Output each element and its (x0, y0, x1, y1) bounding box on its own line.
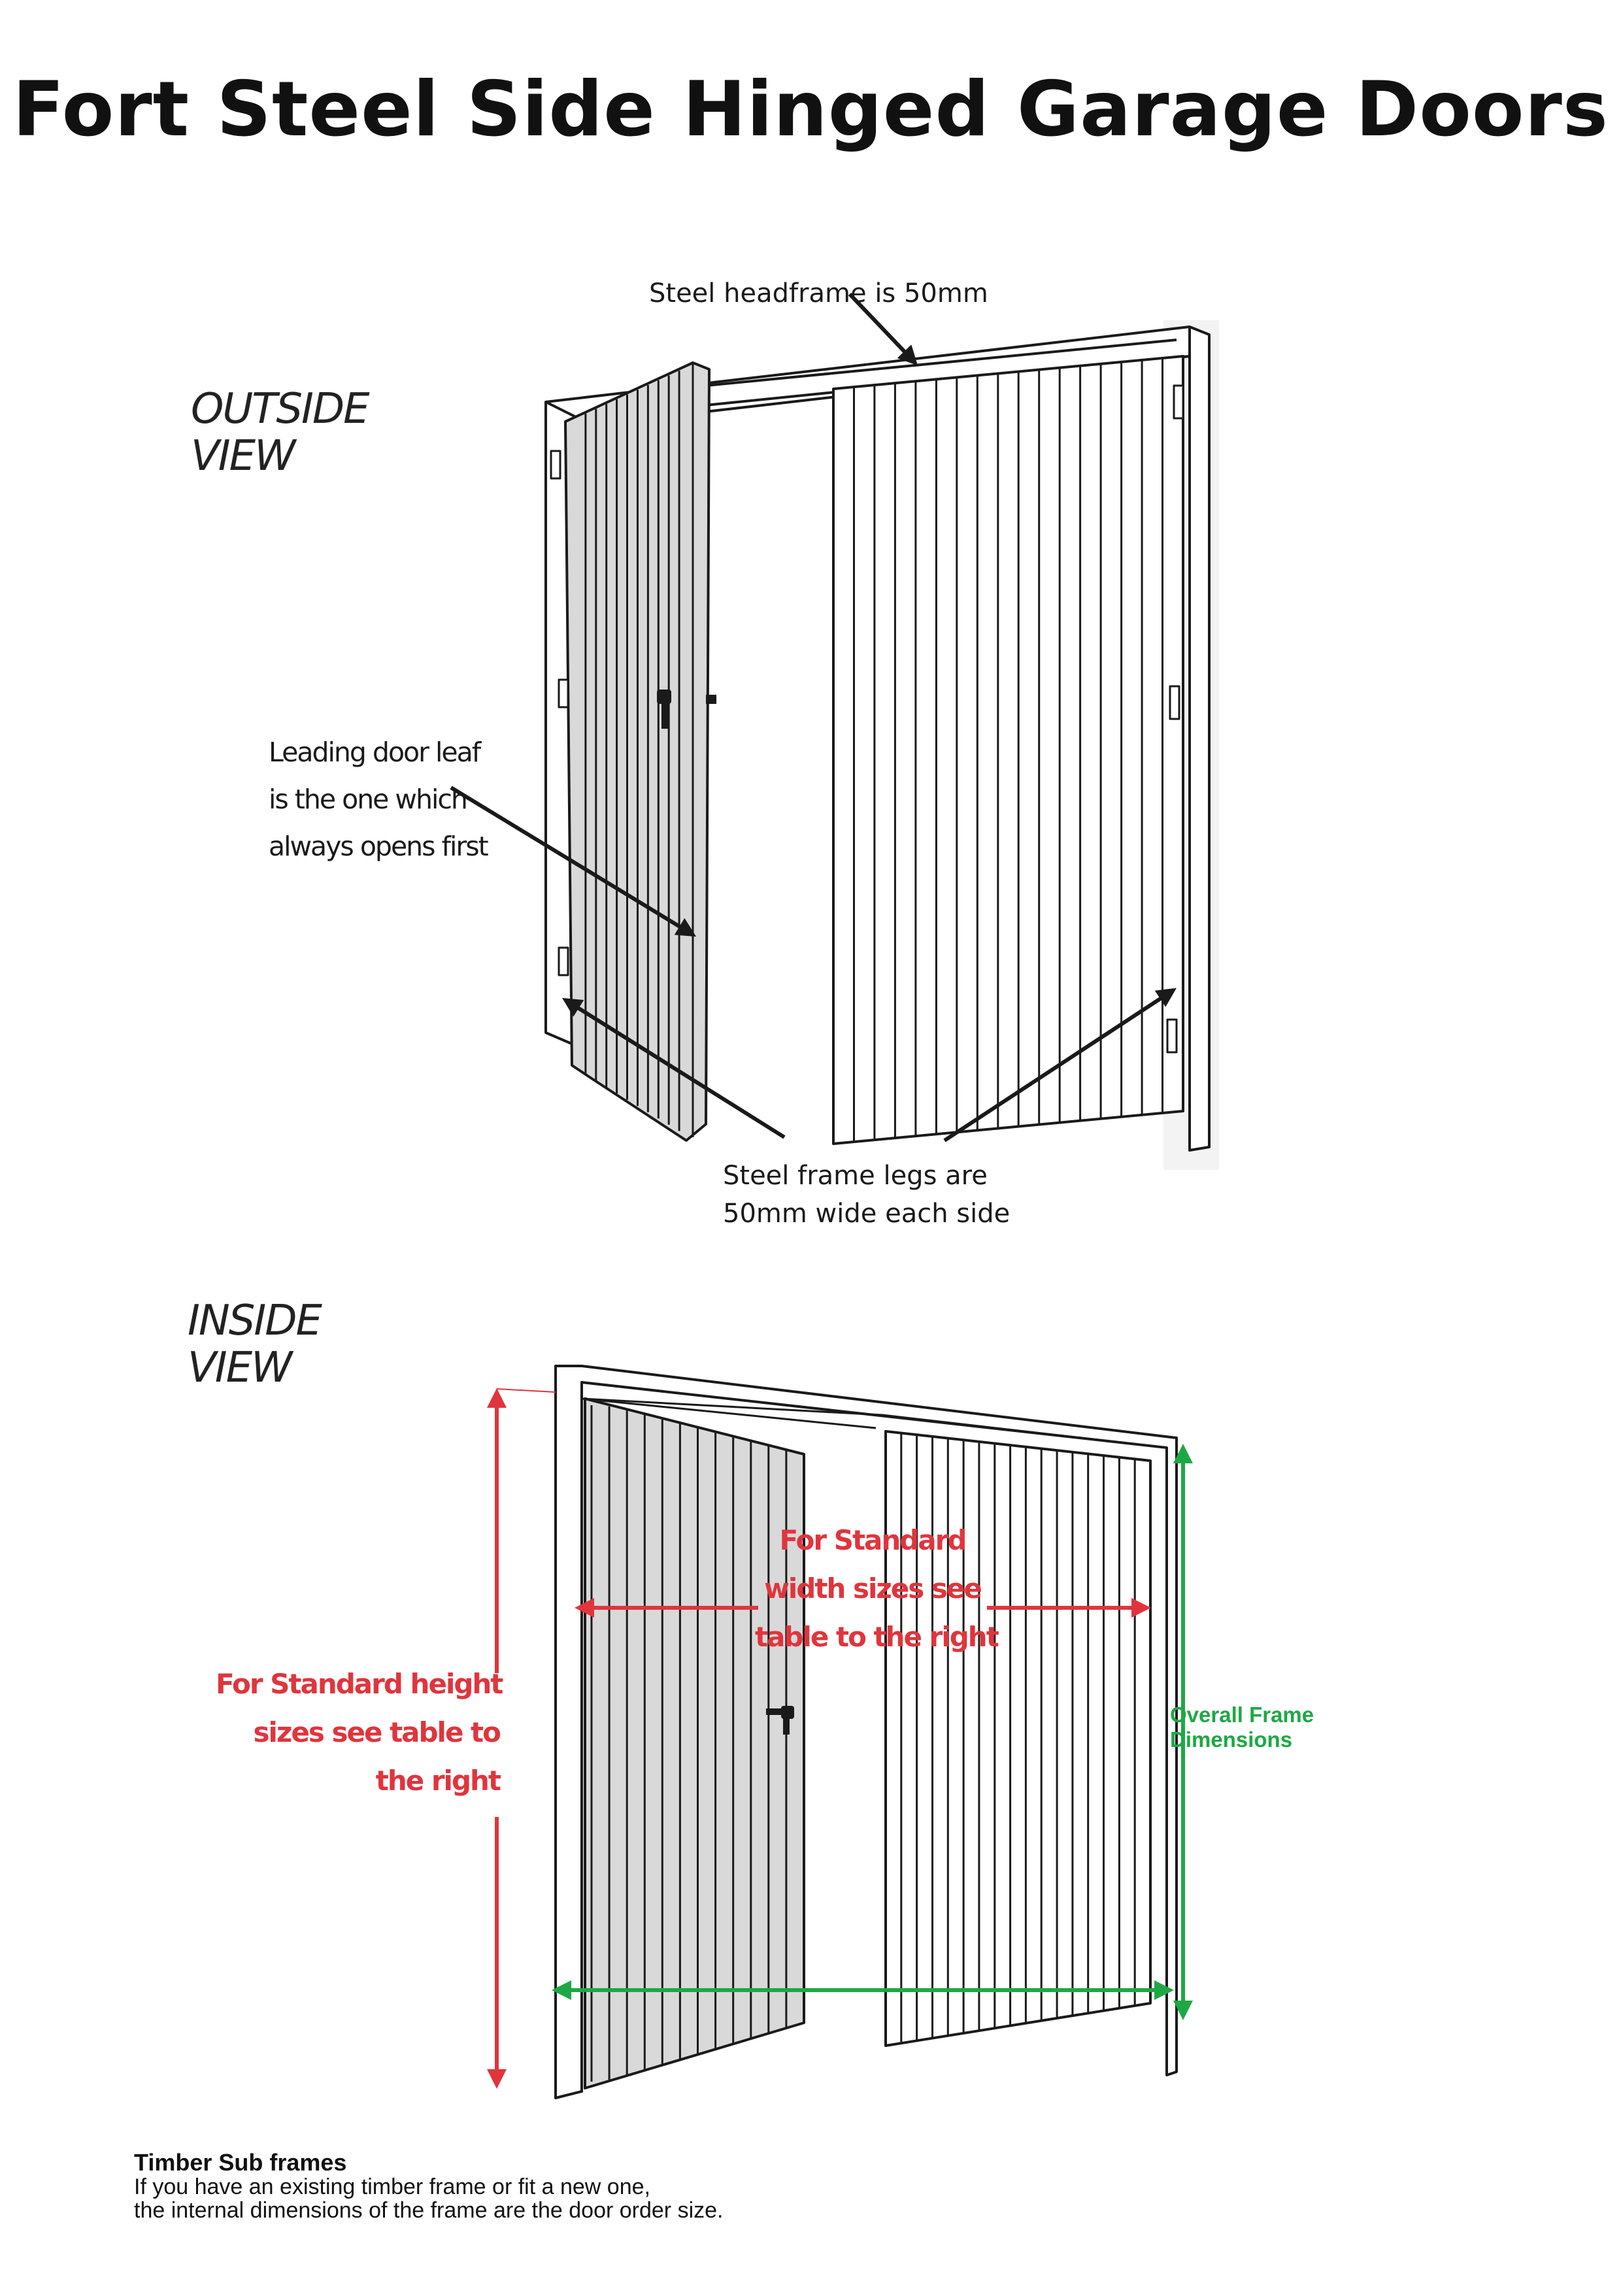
page-title: Fort Steel Side Hinged Garage Doors (12, 65, 1609, 154)
frame-height-guide (496, 1388, 556, 1393)
outside-door-handle (657, 690, 716, 729)
leading-leaf-callout-line: Leading door leaf (269, 737, 481, 768)
inside-leading-leaf (584, 1397, 805, 2089)
leading-leaf-arrow (450, 786, 697, 937)
inside-view-label-line: VIEW (188, 1344, 292, 1392)
frame-legs-callout-line: Steel frame legs are (723, 1161, 988, 1191)
outside-hinges (550, 384, 1184, 1054)
overall-frame-note-line: Overall Frame (1170, 1703, 1314, 1727)
outside-callout-arrows (450, 292, 1177, 1142)
outside-view-label-line: OUTSIDE (191, 385, 370, 433)
standard-height-note: For Standard height sizes see table to t… (216, 1660, 503, 1805)
inside-view-label: INSIDE VIEW (188, 1297, 322, 1392)
inside-door-drawing (554, 1365, 1178, 2099)
standard-width-note-line: table to the right (755, 1621, 999, 1653)
timber-subframes-heading: Timber Sub frames (134, 2149, 347, 2176)
outside-view-label: OUTSIDE VIEW (191, 385, 370, 480)
outside-fixed-leaf (832, 355, 1184, 1145)
right-leg-arrow (943, 988, 1177, 1142)
inside-door-handle (766, 1706, 794, 1735)
standard-width-note: For Standard width sizes see table to th… (755, 1516, 999, 1661)
leading-leaf-callout: Leading door leaf is the one which alway… (269, 729, 489, 870)
timber-subframes-line: the internal dimensions of the frame are… (134, 2198, 724, 2223)
standard-height-note-line: For Standard height (216, 1668, 503, 1700)
inside-fixed-leaf (884, 1430, 1152, 2047)
outside-door-drawing (544, 320, 1219, 1170)
leading-leaf-callout-line: is the one which (269, 784, 468, 815)
standard-width-note-line: width sizes see (764, 1572, 982, 1605)
inside-steel-frame (554, 1365, 1178, 2099)
overall-frame-note: Overall Frame Dimensions (1170, 1703, 1314, 1752)
overall-frame-note-line: Dimensions (1170, 1727, 1293, 1752)
headframe-callout: Steel headframe is 50mm (649, 278, 988, 308)
timber-subframes-note: Timber Sub frames If you have an existin… (134, 2149, 724, 2223)
inside-view-label-line: INSIDE (188, 1297, 322, 1345)
frame-legs-callout-line: 50mm wide each side (723, 1199, 1011, 1229)
left-leg-arrow (561, 997, 786, 1139)
frame-legs-callout: Steel frame legs are 50mm wide each side (723, 1157, 1010, 1233)
leading-leaf-callout-line: always opens first (269, 831, 489, 862)
headframe-arrow (848, 292, 918, 366)
standard-height-note-line: sizes see table to (253, 1716, 501, 1748)
inside-dimension-arrows (487, 1388, 1193, 2089)
outside-leading-leaf (564, 361, 710, 1142)
standard-width-note-line: For Standard (779, 1524, 967, 1556)
standard-height-note-line: the right (375, 1765, 501, 1797)
timber-subframes-line: If you have an existing timber frame or … (134, 2174, 650, 2199)
outside-view-label-line: VIEW (191, 432, 295, 480)
